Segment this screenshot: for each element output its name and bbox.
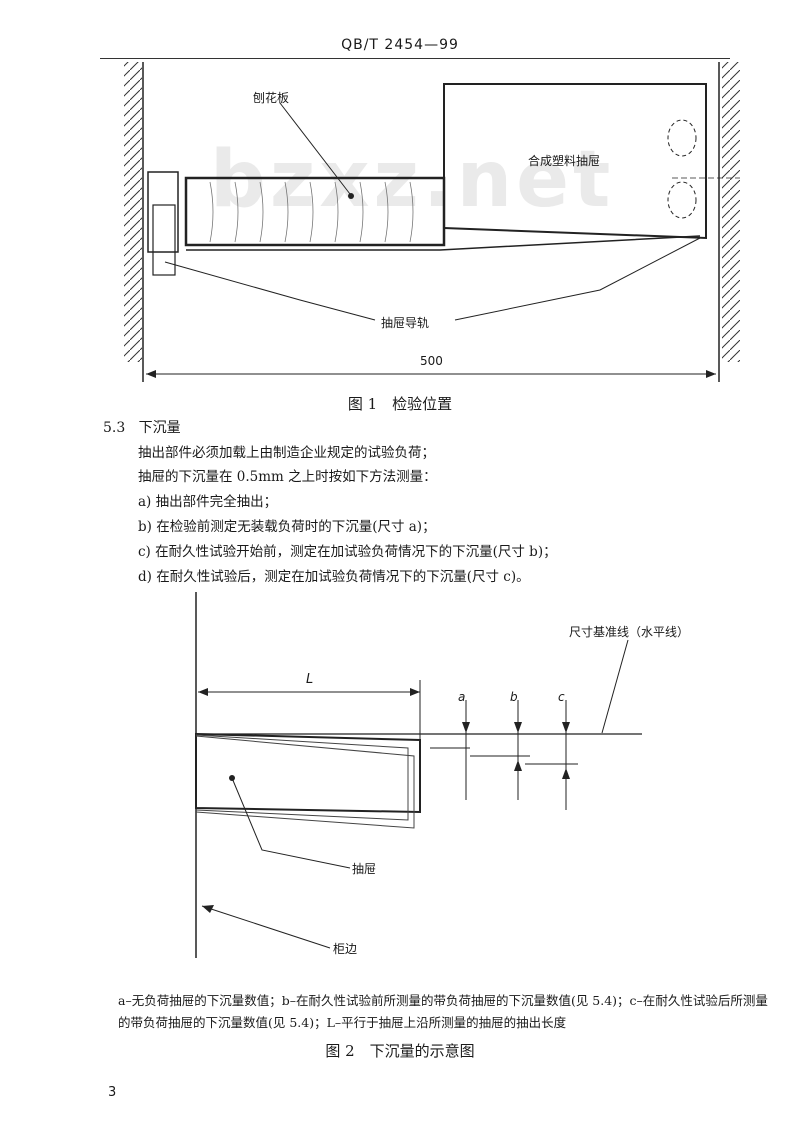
header-rule [100, 58, 730, 59]
baseline-leader [601, 639, 629, 734]
section-line: c) 在耐久性试验开始前，测定在加试验负荷情况下的下沉量(尺寸 b)； [138, 544, 557, 560]
label-cabinet-edge: 柜边 [333, 942, 358, 956]
label-a: a [458, 690, 466, 704]
left-wall-hatch [124, 62, 142, 362]
dimension-500: 500 [420, 354, 443, 368]
L-arrow-right [410, 688, 420, 696]
a-arrow [462, 722, 470, 733]
document-header-code: QB/T 2454—99 [341, 37, 459, 53]
rail-left-inner [152, 204, 176, 276]
section-title: 下沉量 [138, 420, 181, 436]
b-arrow [514, 722, 522, 733]
section-line: a) 抽出部件完全抽出； [138, 494, 278, 510]
roller-bottom [667, 181, 697, 219]
label-b: b [510, 690, 518, 704]
label-drawer: 抽屉 [352, 862, 377, 876]
board-grain [209, 181, 414, 243]
drawer-rail [186, 235, 701, 251]
drawer-loaded-after [195, 735, 415, 829]
watermark: bzxz.net [210, 135, 615, 225]
right-wall-hatch [722, 62, 740, 362]
section-line: b) 在检验前测定无装载负荷时的下沉量(尺寸 a)； [138, 519, 436, 535]
board-dot [348, 193, 354, 199]
section-line: 抽出部件必须加载上由制造企业规定的试验负荷； [138, 445, 435, 461]
section-line: 抽屉的下沉量在 0.5mm 之上时按如下方法测量： [138, 469, 437, 485]
label-drawer-rail: 抽屉导轨 [381, 316, 430, 330]
label-c: c [558, 690, 565, 704]
dim-arrow-left [146, 370, 156, 378]
c-arrow-lower [562, 768, 570, 779]
label-baseline: 尺寸基准线（水平线） [569, 625, 690, 639]
drawer-unloaded [195, 732, 421, 814]
rail-left-outer [147, 171, 179, 253]
figure2-note: a–无负荷抽屉的下沉量数值；b–在耐久性试验前所测量的带负荷抽屉的下沉量数值(见… [118, 993, 768, 1030]
label-plastic-drawer: 合成塑料抽屉 [528, 154, 601, 168]
drawer-leader [231, 777, 351, 869]
b-arrow-lower [514, 760, 522, 771]
section-number: 5.3 [103, 420, 126, 436]
rail-leader-left [164, 261, 376, 321]
dim-arrow-right [706, 370, 716, 378]
rail-leader-right [454, 237, 701, 321]
section-heading: 5.3 下沉量 [103, 417, 181, 437]
label-L: L [306, 672, 314, 687]
section-line: d) 在耐久性试验后，测定在加试验负荷情况下的下沉量(尺寸 c)。 [138, 569, 530, 585]
edge-arrow [202, 905, 214, 913]
drawer-loaded-before [195, 734, 409, 821]
c-arrow [562, 722, 570, 733]
edge-leader [201, 905, 331, 949]
page-number: 3 [108, 1085, 117, 1100]
L-arrow-left [198, 688, 208, 696]
label-particle-board: 刨花板 [253, 91, 290, 105]
board-leader [279, 102, 351, 195]
figure1-caption: 图 1 检验位置 [347, 395, 453, 413]
figure2-caption: 图 2 下沉量的示意图 [325, 1042, 475, 1060]
roller-top [667, 119, 697, 157]
